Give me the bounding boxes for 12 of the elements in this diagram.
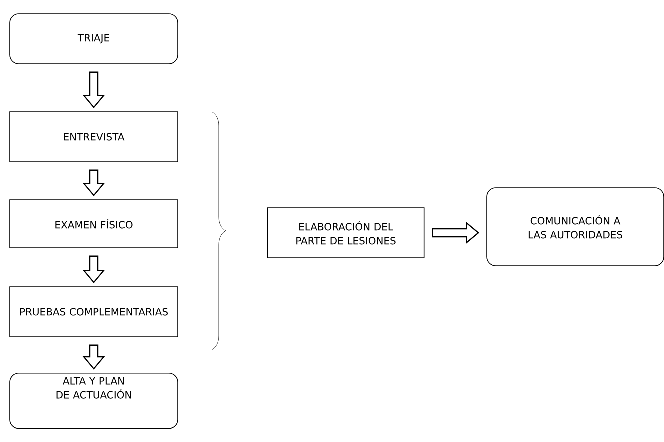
rounded-box: ALTA Y PLAN DE ACTUACIÓN xyxy=(10,373,178,430)
process-box: ELABORACIÓN DEL PARTE DE LESIONES xyxy=(267,208,425,258)
hollow-arrow xyxy=(82,72,106,109)
hollow-arrow xyxy=(432,222,480,244)
hollow-arrow xyxy=(82,170,106,197)
process-box: EXAMEN FÍSICO xyxy=(10,200,178,248)
process-box: ENTREVISTA xyxy=(10,112,178,162)
rounded-box: TRIAJE xyxy=(10,14,178,64)
rounded-box: COMUNICACIÓN A LAS AUTORIDADES xyxy=(486,188,664,266)
process-box: PRUEBAS COMPLEMENTARIAS xyxy=(10,286,178,338)
hollow-arrow xyxy=(82,256,106,284)
hollow-arrow xyxy=(82,344,106,370)
